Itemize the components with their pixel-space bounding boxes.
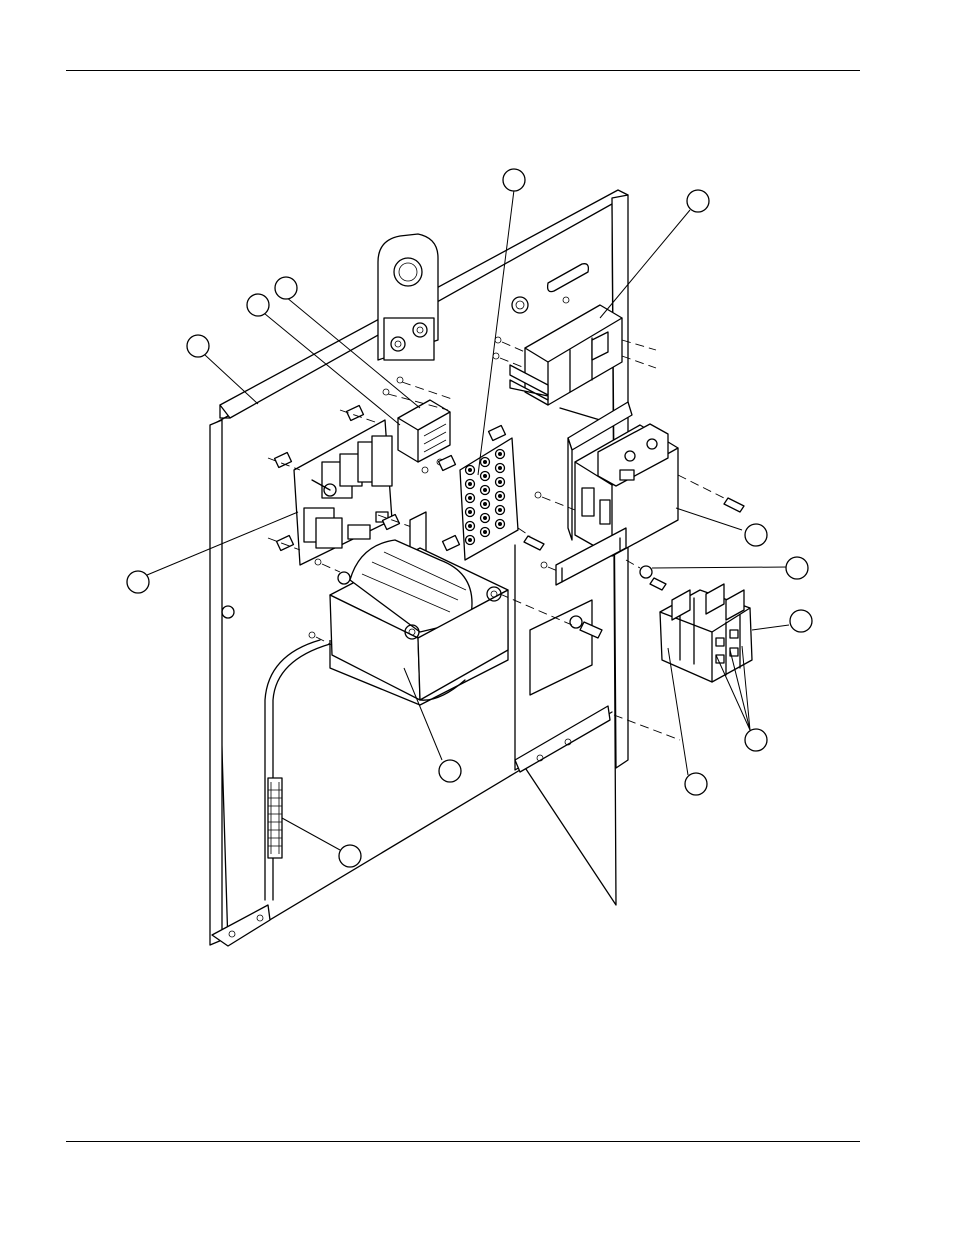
fuse-hole [479, 526, 491, 538]
fuse-hole-center [483, 530, 487, 534]
callout-bubble-5 [186, 334, 210, 358]
fuse-hole [479, 498, 491, 510]
fuse-hole [464, 520, 476, 532]
wire-harness [264, 639, 331, 901]
motor-starter-block [613, 583, 753, 741]
contactor [534, 401, 745, 557]
fuse-hole-center [498, 522, 502, 526]
transformer [308, 511, 603, 706]
mounting-tab [377, 233, 439, 361]
callout-bubble-3 [274, 276, 298, 300]
circuit-breaker [492, 296, 657, 421]
fuse-hole [464, 506, 476, 518]
callout-bubbles [126, 168, 813, 868]
fuse-hole-center [468, 510, 472, 514]
fuse-hole [479, 484, 491, 496]
relay-circuit-board [267, 404, 421, 566]
fuse-hole [479, 456, 491, 468]
fuse-hole-center [498, 480, 502, 484]
callout-bubble-8 [785, 556, 809, 580]
callout-bubble-7 [744, 523, 768, 547]
callout-bubble-4 [246, 293, 270, 317]
callout-bubble-6 [126, 570, 150, 594]
fuse-hole-center [468, 482, 472, 486]
fuse-hole-center [483, 516, 487, 520]
fuse-hole [494, 504, 506, 516]
fuse-hole-center [483, 460, 487, 464]
fuse-hole [494, 462, 506, 474]
callout-bubble-12 [438, 759, 462, 783]
fuse-hole [464, 534, 476, 546]
fuse-hole-center [468, 524, 472, 528]
terminal-connector-block [382, 376, 456, 474]
fuse-terminal-board [437, 424, 545, 561]
fuse-hole-center [483, 474, 487, 478]
fuse-hole-center [498, 452, 502, 456]
callout-bubble-11 [684, 772, 708, 796]
fuse-hole-center [498, 508, 502, 512]
fuse-hole-center [468, 538, 472, 542]
fuse-hole [479, 470, 491, 482]
fuse-hole-center [483, 488, 487, 492]
fuse-hole [494, 476, 506, 488]
header-rule [66, 70, 860, 71]
fuse-hole [479, 512, 491, 524]
callout-bubble-2 [686, 189, 710, 213]
callout-bubble-10 [744, 728, 768, 752]
fuse-hole [464, 492, 476, 504]
fuse-hole [494, 490, 506, 502]
fuse-hole-center [468, 468, 472, 472]
fuse-hole-center [483, 502, 487, 506]
callout-bubble-1 [502, 168, 526, 192]
fuse-hole-center [498, 466, 502, 470]
fuse-hole-center [468, 496, 472, 500]
fuse-hole [494, 518, 506, 530]
callout-bubble-9 [789, 609, 813, 633]
footer-rule [66, 1141, 860, 1142]
terminal-strip [267, 777, 283, 859]
fuse-hole [494, 448, 506, 460]
leader-lines [146, 189, 790, 851]
fuse-hole [464, 478, 476, 490]
fuse-hole [464, 464, 476, 476]
fuse-hole-center [498, 494, 502, 498]
din-rail [540, 527, 667, 591]
callout-bubble-13 [338, 844, 362, 868]
